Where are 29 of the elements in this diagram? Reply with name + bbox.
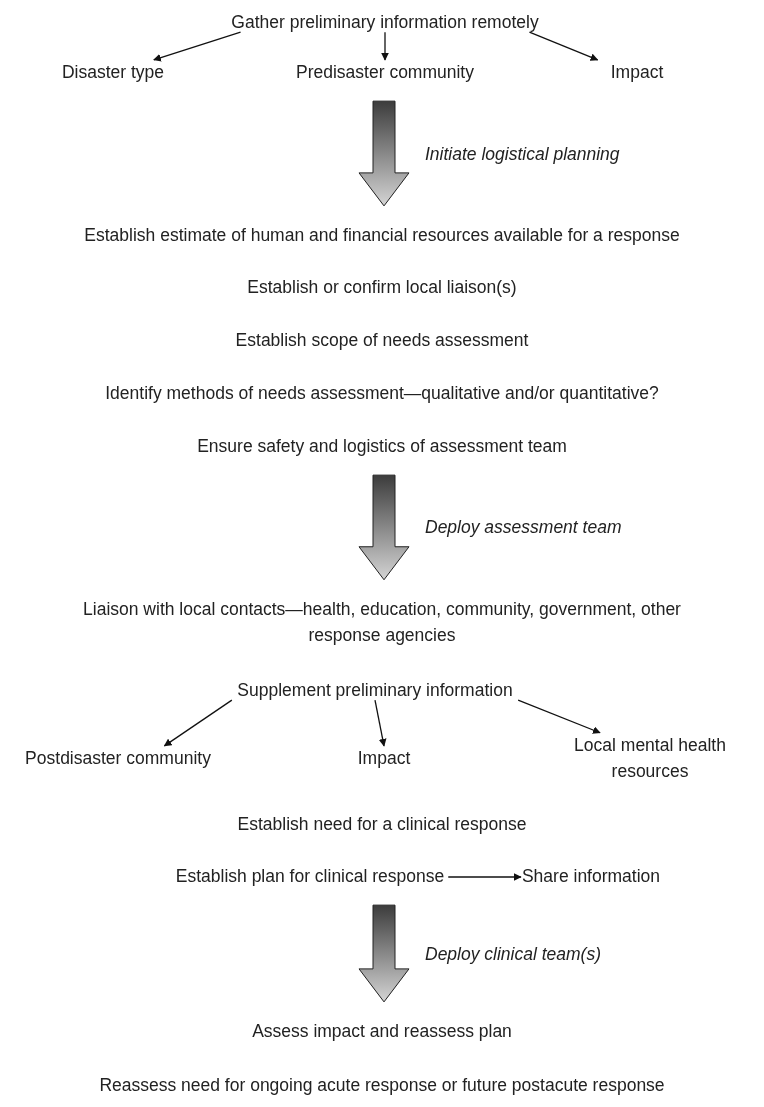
arrow [374, 699, 387, 747]
step-text: Reassess need for ongoing acute response or future postacute response [99, 1071, 665, 1099]
step-text: Establish need for a clinical response [237, 810, 527, 838]
arrow [381, 31, 389, 61]
arrow [163, 699, 233, 747]
step-text: Supplement preliminary information [237, 676, 513, 704]
step-text: Impact [357, 744, 411, 772]
block-arrow [358, 474, 410, 581]
step-text: Ensure safety and logistics of assessment team [197, 432, 567, 460]
step-text: Establish or confirm local liaison(s) [247, 273, 517, 301]
arrow [153, 31, 242, 62]
arrow [528, 31, 599, 61]
step-text: Share information [521, 862, 661, 890]
step-text: Assess impact and reassess plan [252, 1017, 512, 1045]
step-text: Liaison with local contacts—health, education, community, government, other response agencies [82, 595, 682, 649]
step-text: Identify methods of needs assessment—qualitative and/or quantitative? [105, 379, 659, 407]
step-text: Postdisaster community [25, 744, 211, 772]
step-text: Establish estimate of human and financial resources available for a response [84, 221, 680, 249]
step-text: Establish scope of needs assessment [235, 326, 529, 354]
arrow [447, 873, 522, 881]
step-text: Impact [610, 58, 664, 86]
step-text: Establish plan for clinical response [175, 862, 445, 890]
step-text: Local mental health resources [550, 731, 750, 785]
block-arrow [358, 904, 410, 1003]
step-text: Predisaster community [296, 58, 474, 86]
step-text: Gather preliminary information remotely [231, 8, 539, 36]
arrow [517, 699, 601, 734]
block-arrow [358, 100, 410, 207]
step-text: Disaster type [61, 58, 165, 86]
